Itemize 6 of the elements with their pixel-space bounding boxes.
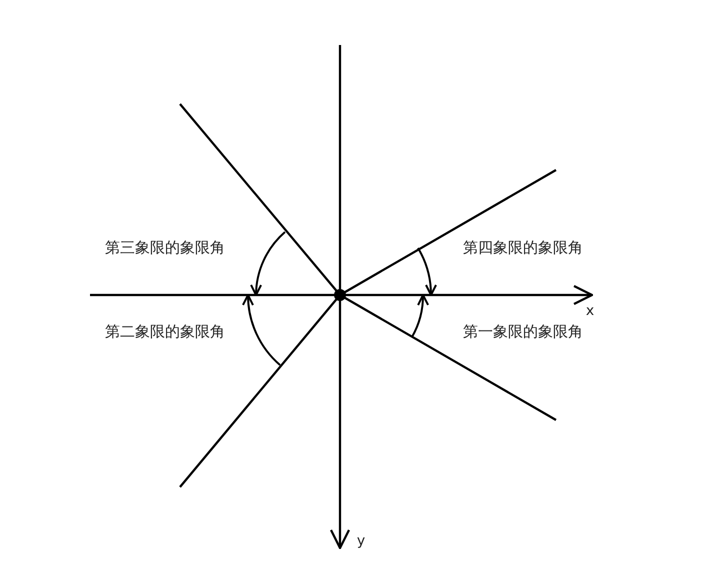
axis-label: x (586, 304, 594, 318)
angle-label: 第二象限的象限角 (105, 324, 225, 340)
angle-label: 第四象限的象限角 (463, 240, 583, 256)
angle-label: 第三象限的象限角 (105, 240, 225, 256)
axis-label: y (356, 534, 366, 548)
angle-label: 第一象限的象限角 (463, 324, 583, 340)
